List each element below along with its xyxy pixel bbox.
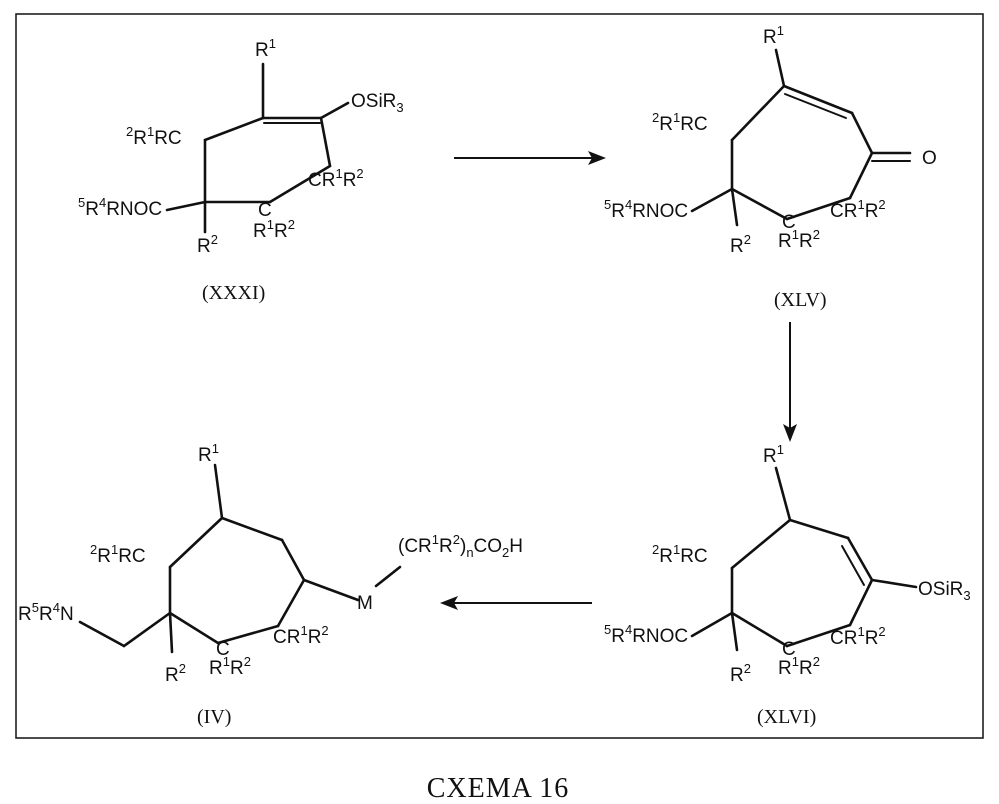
compound-label-iv: (IV) xyxy=(197,706,231,728)
compound-label-xxxi: (XXXI) xyxy=(202,282,265,304)
cr1r2-label: CR1R2 xyxy=(830,197,886,222)
compound-label-xlvi: (XLVI) xyxy=(757,706,816,728)
r1-label: R1 xyxy=(255,36,276,61)
cr1r2-label: CR1R2 xyxy=(308,166,364,191)
r2r1rc-label: 2R1RC xyxy=(652,542,708,567)
compound-xlv: R1 O 2R1RC CR1R2 5R4RNOC C R1R2 R2 (XLV) xyxy=(604,23,937,311)
r2r1rc-label: 2R1RC xyxy=(90,542,146,567)
compound-xxxi: R1 OSiR3 2R1RC CR1R2 5R4RNOC C R1R2 R2 (… xyxy=(78,36,404,304)
cr1r2-label: CR1R2 xyxy=(830,624,886,649)
amide-label: 5R4RNOC xyxy=(78,195,162,220)
osir3-label: OSiR3 xyxy=(918,579,971,603)
r2-label: R2 xyxy=(730,661,751,686)
arrow-down xyxy=(783,322,797,442)
r2-label: R2 xyxy=(197,232,218,257)
osir3-label: OSiR3 xyxy=(351,91,404,115)
r2-label: R2 xyxy=(730,232,751,257)
oxo-label: O xyxy=(922,148,937,169)
r1-label: R1 xyxy=(763,23,784,48)
r1r2-label: R1R2 xyxy=(778,227,820,252)
arrow-left xyxy=(440,596,592,610)
compound-label-xlv: (XLV) xyxy=(774,289,827,311)
amine-label: R5R4N xyxy=(18,600,74,625)
r2r1rc-label: 2R1RC xyxy=(652,110,708,135)
r2-label: R2 xyxy=(165,661,186,686)
r1r2-label: R1R2 xyxy=(253,217,295,242)
arrow-right xyxy=(454,151,606,165)
r1-label: R1 xyxy=(763,442,784,467)
amide-label: 5R4RNOC xyxy=(604,197,688,222)
r1r2-label: R1R2 xyxy=(778,654,820,679)
r2r1rc-label: 2R1RC xyxy=(126,124,182,149)
r1-label: R1 xyxy=(198,441,219,466)
chain-label: (CR1R2)nCO2H xyxy=(398,532,523,560)
cr1r2-label: CR1R2 xyxy=(273,623,329,648)
scheme-caption: CXEMA 16 xyxy=(427,773,570,804)
amide-label: 5R4RNOC xyxy=(604,622,688,647)
compound-xlvi: R1 OSiR3 2R1RC CR1R2 5R4RNOC C R1R2 R2 (… xyxy=(604,442,971,728)
r1r2-label: R1R2 xyxy=(209,654,251,679)
m-label: M xyxy=(357,593,373,614)
compound-iv: R1 (CR1R2)nCO2H M 2R1RC CR1R2 R5R4N C R1… xyxy=(18,441,523,728)
